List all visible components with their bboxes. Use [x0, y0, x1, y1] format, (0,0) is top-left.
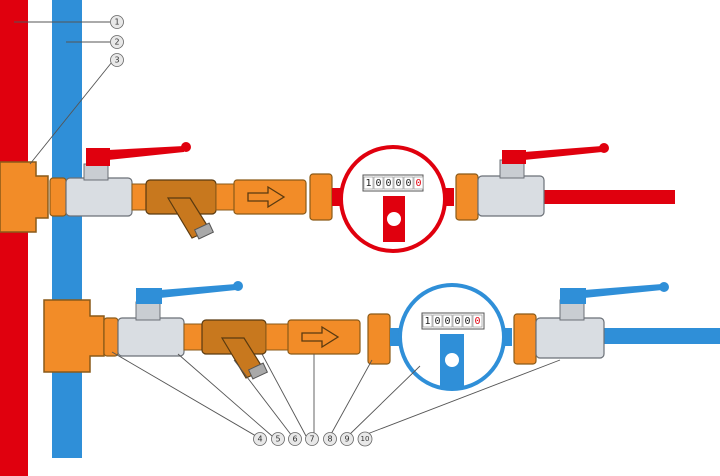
cold-digit: 0 — [464, 316, 470, 327]
cold-digit: 1 — [424, 316, 430, 327]
hot-digit: 1 — [365, 178, 371, 189]
cold-digit: 0 — [474, 316, 480, 327]
callout-9: 9 — [340, 432, 354, 446]
hot-riser-pipe — [0, 0, 28, 476]
cold-outlet-pipe — [600, 328, 720, 344]
hot-water-meter — [332, 145, 454, 253]
callout-5: 5 — [271, 432, 285, 446]
hot-digit-cell — [403, 176, 414, 190]
cold-nut-1 — [103, 317, 119, 357]
cold-digit-cell — [422, 314, 433, 328]
cold-digit: 0 — [434, 316, 440, 327]
cold-strainer — [201, 319, 269, 380]
hot-digit-cell — [373, 176, 384, 190]
cold-union-nut-2 — [513, 313, 537, 365]
hot-nut-3 — [215, 183, 235, 211]
callout-10-label: 10 — [361, 435, 370, 443]
hot-digit-cell — [413, 176, 424, 190]
hot-union-nut-2 — [455, 173, 479, 221]
hot-ball-valve-1 — [65, 142, 191, 217]
callout-6: 6 — [288, 432, 302, 446]
hot-digit-cell — [363, 176, 374, 190]
callout-8: 8 — [323, 432, 337, 446]
cold-ball-valve-1 — [117, 281, 243, 357]
callout-3-label: 3 — [114, 56, 119, 65]
cold-digit-cell — [462, 314, 473, 328]
cold-digit-cell — [452, 314, 463, 328]
callout-9-label: 9 — [344, 435, 349, 444]
cold-water-meter — [390, 283, 512, 391]
hot-digit: 0 — [385, 178, 391, 189]
callout-5-label: 5 — [275, 435, 280, 444]
hot-digit: 0 — [395, 178, 401, 189]
hot-digit: 0 — [375, 178, 381, 189]
callout-1-label: 1 — [114, 18, 119, 27]
callout-1: 1 — [110, 15, 124, 29]
cold-riser-pipe — [52, 0, 82, 458]
hot-digit: 0 — [405, 178, 411, 189]
cold-union-nut-1 — [367, 313, 391, 365]
callout-2: 2 — [110, 35, 124, 49]
hot-check-valve — [233, 179, 307, 215]
callout-7-label: 7 — [309, 435, 314, 444]
cold-digit: 0 — [444, 316, 450, 327]
callout-4-label: 4 — [257, 435, 262, 444]
callout-3: 3 — [110, 53, 124, 67]
cold-ball-valve-2 — [535, 282, 669, 359]
hot-digit-cell — [383, 176, 394, 190]
hot-union-nut-1 — [309, 173, 333, 221]
callout-2-label: 2 — [114, 38, 119, 47]
hot-nut-2 — [131, 183, 147, 211]
callout-10: 10 — [357, 431, 373, 447]
hot-nut-1 — [49, 177, 67, 217]
cold-digit-cell — [432, 314, 443, 328]
hot-digit: 0 — [415, 178, 421, 189]
cold-nut-3 — [265, 323, 289, 351]
callout-7: 7 — [305, 432, 319, 446]
cold-digit: 0 — [454, 316, 460, 327]
cold-check-valve — [287, 319, 361, 355]
cold-digit-cell — [472, 314, 483, 328]
callout-8-label: 8 — [327, 435, 332, 444]
hot-digit-cell — [393, 176, 404, 190]
callout-leaders — [14, 21, 561, 437]
cold-nut-2 — [183, 323, 203, 351]
callout-6-label: 6 — [292, 435, 297, 444]
callout-4: 4 — [253, 432, 267, 446]
hot-outlet-pipe — [540, 190, 675, 204]
cold-tee-fitting — [43, 299, 105, 373]
hot-tee-fitting — [0, 161, 49, 233]
cold-digit-cell — [442, 314, 453, 328]
hot-ball-valve-2 — [477, 143, 609, 217]
hot-strainer — [145, 179, 217, 240]
